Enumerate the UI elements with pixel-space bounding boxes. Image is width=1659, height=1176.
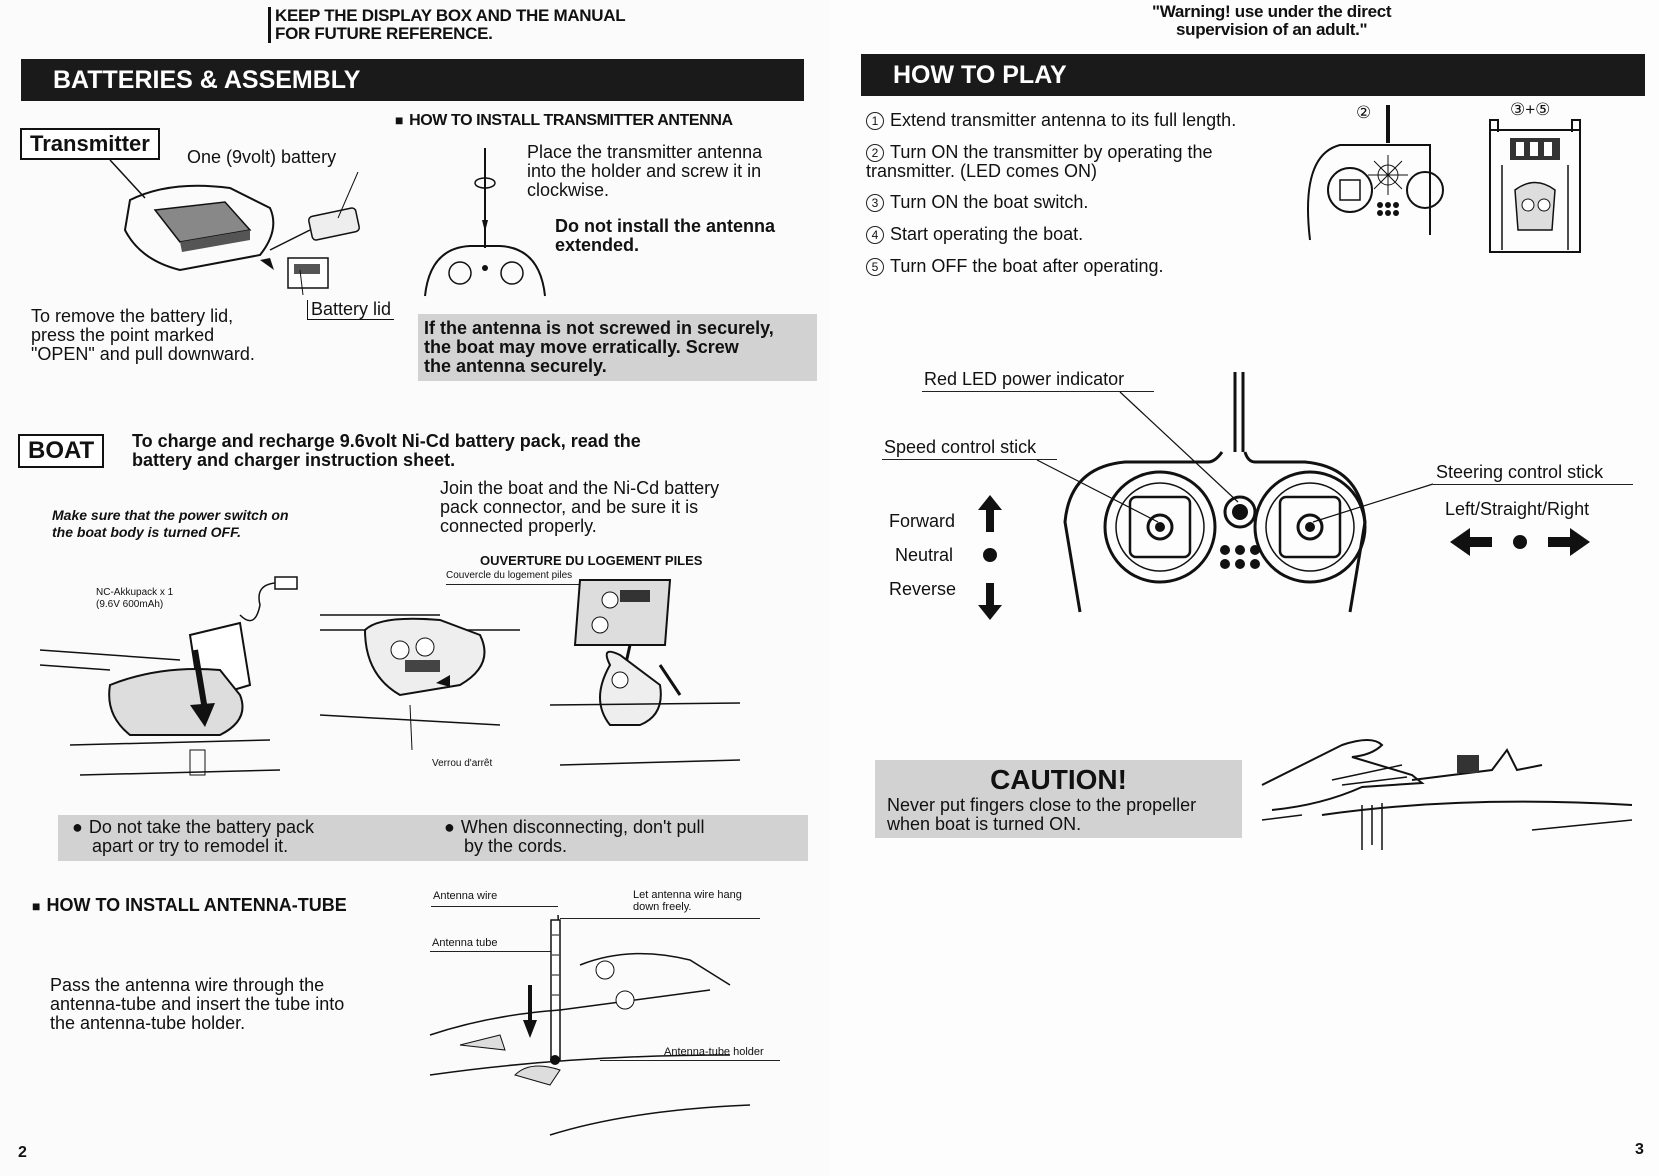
reverse-label: Reverse	[889, 579, 957, 599]
power-switch-note: Make sure that the power switch on the b…	[52, 507, 289, 540]
keep-manual-note: KEEP THE DISPLAY BOX AND THE MANUAL FOR …	[268, 7, 626, 43]
left-straight-right-label: Left/Straight/Right	[1445, 499, 1590, 519]
battery-spec: NC-Akkupack x 1 (9.6V 600mAh)	[96, 587, 174, 610]
neutral-label: Neutral	[895, 545, 954, 565]
speed-stick-label: Speed control stick	[884, 437, 1037, 457]
bullet-left: ●Do not take the battery pack apart or t…	[72, 817, 315, 856]
hand-propeller-illustration	[1261, 739, 1633, 850]
battery-pack-illustration	[39, 576, 298, 776]
join-text: Join the boat and the Ni-Cd battery pack…	[440, 478, 720, 536]
forward-label: Forward	[889, 511, 956, 531]
page-number-left: 2	[18, 1144, 27, 1161]
remove-lid-text: To remove the battery lid, press the poi…	[31, 306, 255, 364]
french-lid-label: Couvercle du logement piles	[446, 570, 573, 581]
page-number-right: 3	[1635, 1141, 1644, 1158]
charge-note: To charge and recharge 9.6volt Ni-Cd bat…	[132, 431, 641, 470]
caution-box: CAUTION! Never put fingers close to the …	[875, 760, 1242, 838]
antenna-wire-label: Antenna wire	[433, 890, 498, 902]
antenna-warning: Do not install the antenna extended.	[555, 216, 776, 255]
antenna-tube-instruction: Pass the antenna wire through the antenn…	[50, 975, 345, 1033]
transmitter-battery-illustration	[109, 159, 360, 296]
antenna-install-heading: HOW TO INSTALL TRANSMITTER ANTENNA	[395, 112, 733, 130]
figure-label-3-5: ③+⑤	[1510, 100, 1551, 119]
led-indicator-label: Red LED power indicator	[924, 369, 1125, 389]
bullet-right: ●When disconnecting, don't pull by the c…	[444, 817, 705, 856]
antenna-screw-illustration	[424, 148, 546, 297]
adult-supervision-warning: "Warning! use under the direct supervisi…	[1152, 2, 1392, 39]
antenna-tube-heading: HOW TO INSTALL ANTENNA-TUBE	[32, 895, 346, 916]
transmitter-controls-diagram	[978, 372, 1590, 620]
antenna-tube-illustration	[429, 914, 751, 1136]
battery-callout: One (9volt) battery	[187, 147, 337, 167]
caution-title: CAUTION!	[990, 764, 1127, 795]
antenna-secure-note: If the antenna is not screwed in securel…	[418, 314, 817, 381]
french-heading: OUVERTURE DU LOGEMENT PILES	[480, 553, 703, 568]
french-lock-label: Verrou d'arrêt	[432, 758, 493, 769]
battery-compartment-illustration	[319, 579, 741, 766]
small-transmitter-illustration	[1307, 105, 1444, 241]
battery-lid-callout: Battery lid	[307, 300, 395, 320]
caution-text: Never put fingers close to the propeller…	[887, 795, 1197, 834]
boat-top-illustration	[1489, 119, 1581, 253]
figure-label-2: ②	[1356, 103, 1372, 122]
antenna-instruction: Place the transmitter antenna into the h…	[527, 142, 763, 200]
section-title-how-to-play: HOW TO PLAY	[861, 54, 1645, 96]
antenna-tube-label: Antenna tube	[432, 937, 498, 949]
section-title-batteries: BATTERIES & ASSEMBLY	[21, 59, 804, 101]
transmitter-label: Transmitter	[20, 128, 160, 160]
steering-stick-label: Steering control stick	[1436, 462, 1604, 482]
bullet-notes-box	[58, 815, 808, 861]
boat-label: BOAT	[18, 434, 105, 468]
antenna-hang-label: Let antenna wire hang down freely.	[633, 889, 742, 913]
